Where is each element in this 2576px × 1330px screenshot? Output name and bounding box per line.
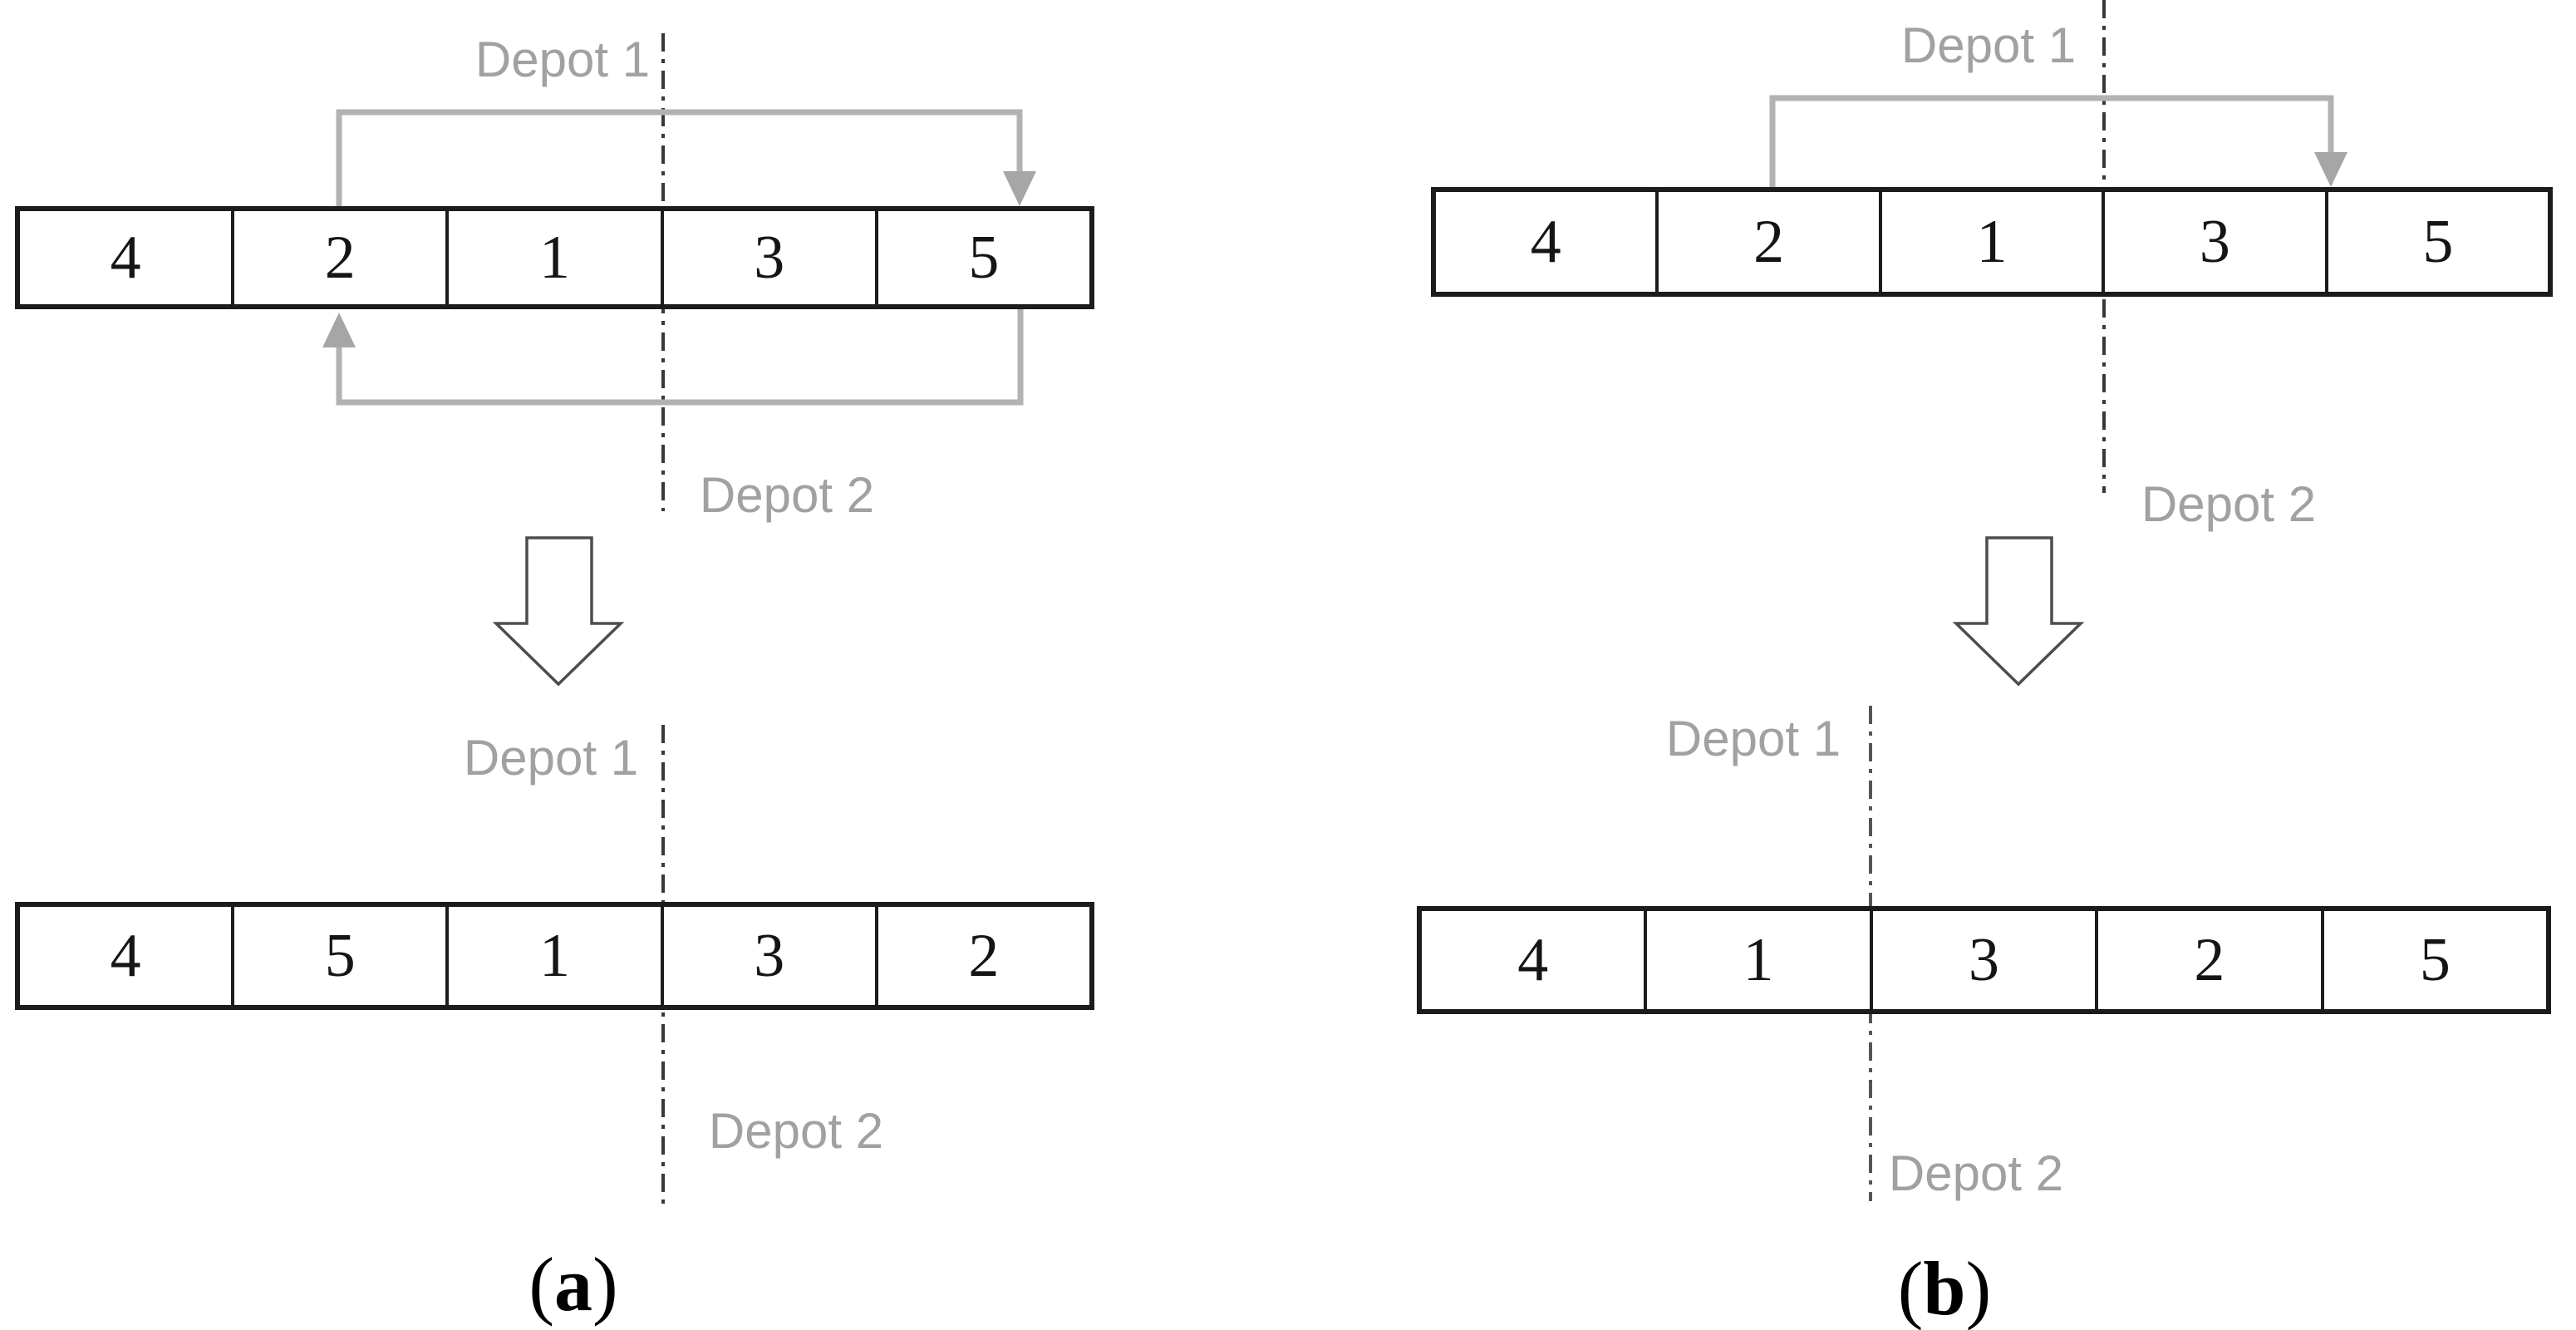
sequence-row-b-before: 4 2 1 3 5 [1431,187,2553,297]
swap-arrow-top [336,109,1023,208]
sequence-cell: 4 [110,224,141,292]
sequence-row-a-after: 4 5 1 3 2 [15,902,1094,1010]
swap-arrow-top-arrowhead-icon [1003,171,1036,206]
depot1-label: Depot 1 [463,730,639,786]
depot1-label: Depot 1 [474,32,651,87]
sequence-cell: 4 [1530,208,1561,276]
sequence-cell: 2 [874,907,1089,1005]
sequence-cell: 1 [445,907,660,1005]
insertion-arrow [1769,95,2334,189]
sequence-cell: 3 [1869,911,2095,1009]
depot2-label: Depot 2 [1888,1145,2064,1201]
sequence-cell: 5 [2324,192,2548,292]
depot2-label: Depot 2 [2141,476,2317,532]
depot2-label: Depot 2 [708,1103,884,1159]
swap-arrow-bottom-arrowhead-icon [322,313,356,347]
depot1-label: Depot 1 [1900,17,2077,73]
sequence-cell: 3 [660,211,875,304]
sequence-cell: 2 [231,211,445,304]
sequence-cell: 4 [1517,926,1549,994]
transform-block-arrow-b-icon [1952,536,2085,687]
sequence-cell: 2 [1655,192,1878,292]
caption-b: (b) [1897,1246,1992,1330]
sequence-cell: 3 [2102,192,2324,292]
swap-arrow-bottom [336,309,1024,406]
sequence-row-a-before: 4 2 1 3 5 [15,206,1094,309]
insertion-arrow-arrowhead-icon [2314,152,2347,187]
sequence-cell: 5 [231,907,445,1005]
sequence-cell: 5 [874,211,1089,304]
depot1-label: Depot 1 [1665,711,1841,766]
caption-a: (a) [528,1242,618,1327]
sequence-cell: 1 [445,211,660,304]
sequence-cell: 4 [110,922,141,990]
sequence-row-b-after: 4 1 3 2 5 [1417,906,2551,1014]
transform-block-arrow-a-icon [492,536,625,687]
sequence-cell: 5 [2320,911,2546,1009]
sequence-cell: 3 [660,907,875,1005]
sequence-cell: 1 [1644,911,1869,1009]
sequence-cell: 1 [1878,192,2102,292]
sequence-cell: 2 [2095,911,2320,1009]
depot2-label: Depot 2 [699,467,875,523]
